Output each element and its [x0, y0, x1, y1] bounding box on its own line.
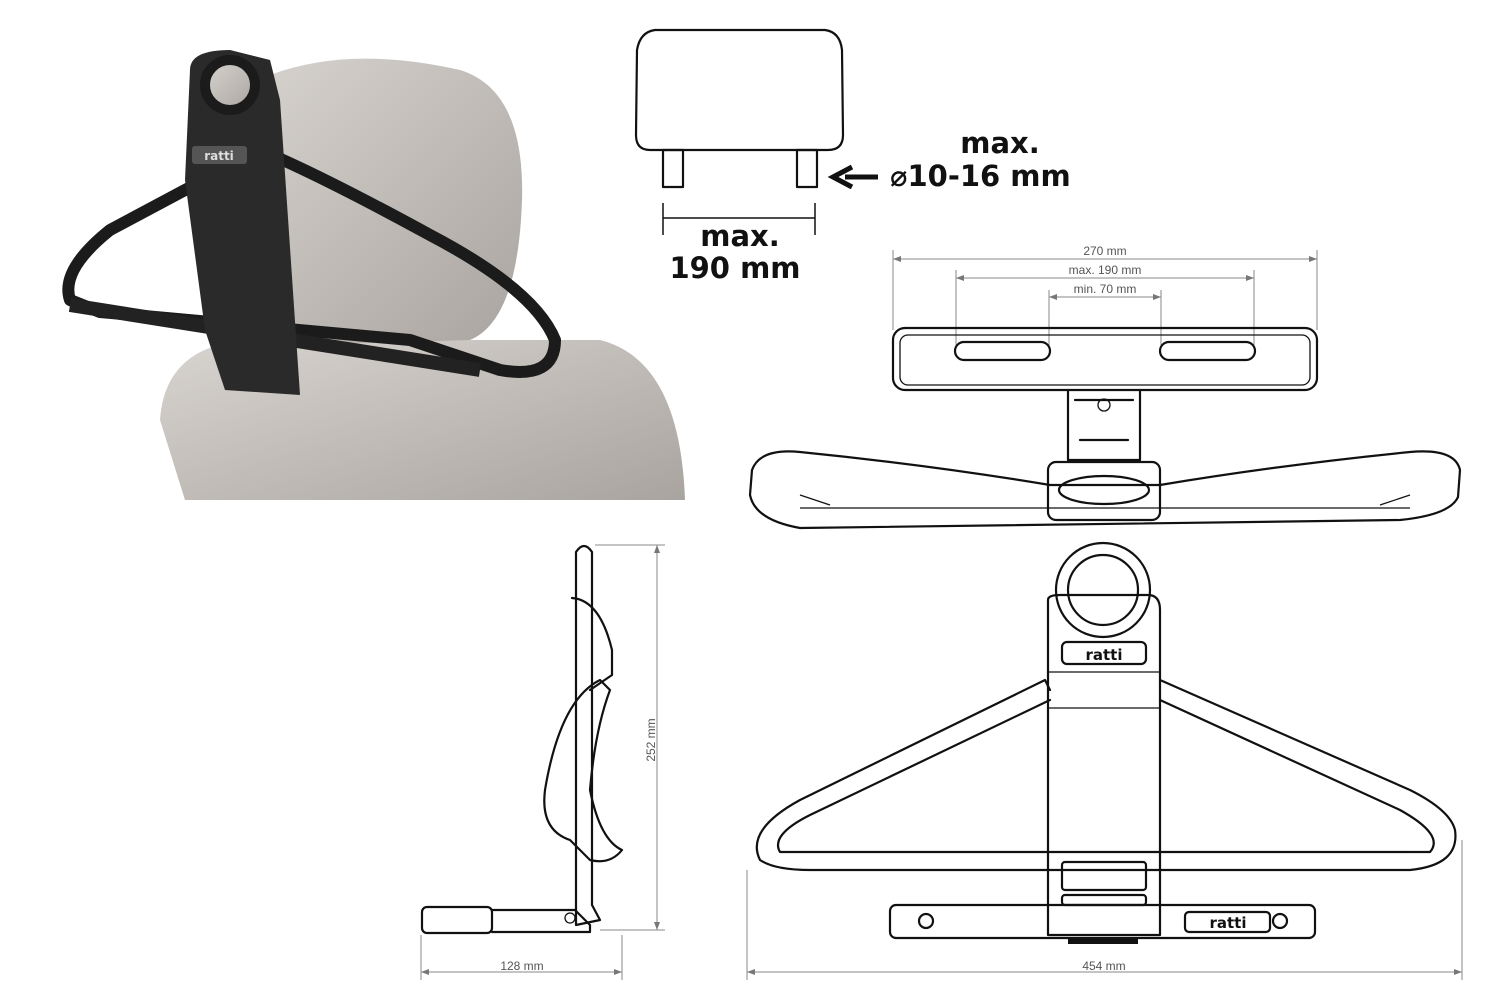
side-height-label: 252 mm — [644, 718, 658, 761]
front-logo-top: ratti — [1085, 646, 1122, 664]
photo-logo: ratti — [204, 149, 234, 163]
product-photo: ratti — [62, 50, 685, 500]
post-spacing-label-line2: 190 mm — [669, 251, 800, 285]
top-min-spacing-label: min. 70 mm — [1074, 282, 1137, 296]
post-spacing-label-line1: max. — [700, 219, 780, 253]
front-view-drawing: ratti ratti — [746, 541, 1463, 980]
side-view-drawing — [420, 544, 665, 980]
front-width-label: 454 mm — [1082, 959, 1125, 973]
top-view-drawing — [748, 250, 1462, 530]
arrow-left-icon — [827, 164, 878, 190]
hanger-ring — [200, 55, 260, 115]
post-diameter-label-line2: ⌀10-16 mm — [890, 159, 1071, 193]
headrest-fit-diagram — [634, 28, 878, 235]
top-width-label: 270 mm — [1083, 244, 1126, 258]
post-diameter-label-line1: max. — [960, 126, 1040, 160]
side-depth-label: 128 mm — [500, 959, 543, 973]
top-max-spacing-label: max. 190 mm — [1069, 263, 1142, 277]
hanger-arm — [62, 144, 561, 378]
hanger-body — [185, 50, 300, 395]
front-logo-base: ratti — [1209, 914, 1246, 932]
